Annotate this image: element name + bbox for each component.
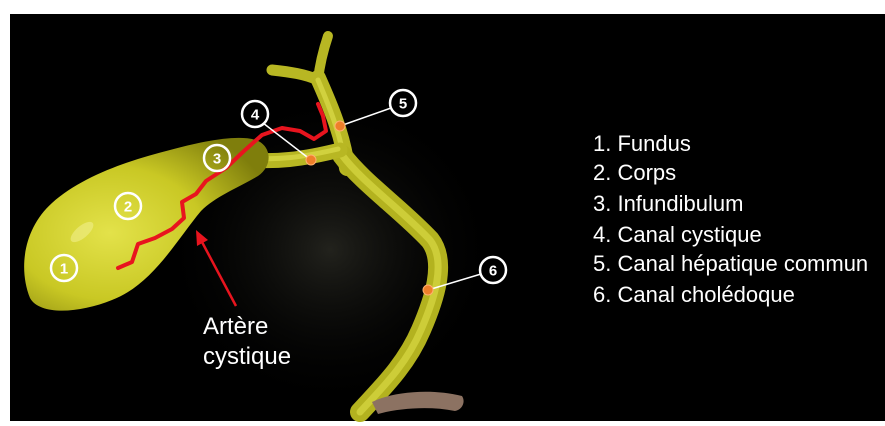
legend-item-6: 6. Canal cholédoque [593, 282, 795, 307]
legend-item-1: 1. Fundus [593, 131, 691, 156]
legend-item-4: 4. Canal cystique [593, 222, 762, 247]
label-circle-6: 6 [480, 257, 506, 283]
marker-dot-4 [306, 155, 316, 165]
legend-item-5: 5. Canal hépatique commun [593, 251, 868, 276]
label-circle-4: 4 [242, 101, 268, 127]
label-number-4: 4 [251, 107, 260, 124]
legend-item-2: 2. Corps [593, 160, 676, 185]
annotation-line-1: Artère [203, 313, 268, 340]
label-number-1: 1 [60, 261, 68, 278]
label-number-2: 2 [124, 199, 132, 216]
label-number-3: 3 [213, 151, 221, 168]
annotation-line-2: cystique [203, 343, 291, 370]
legend-item-3: 3. Infundibulum [593, 191, 743, 216]
label-number-6: 6 [489, 263, 497, 280]
marker-dot-6 [423, 285, 433, 295]
marker-dot-5 [335, 121, 345, 131]
label-number-5: 5 [399, 96, 407, 113]
label-circle-5: 5 [390, 90, 416, 116]
